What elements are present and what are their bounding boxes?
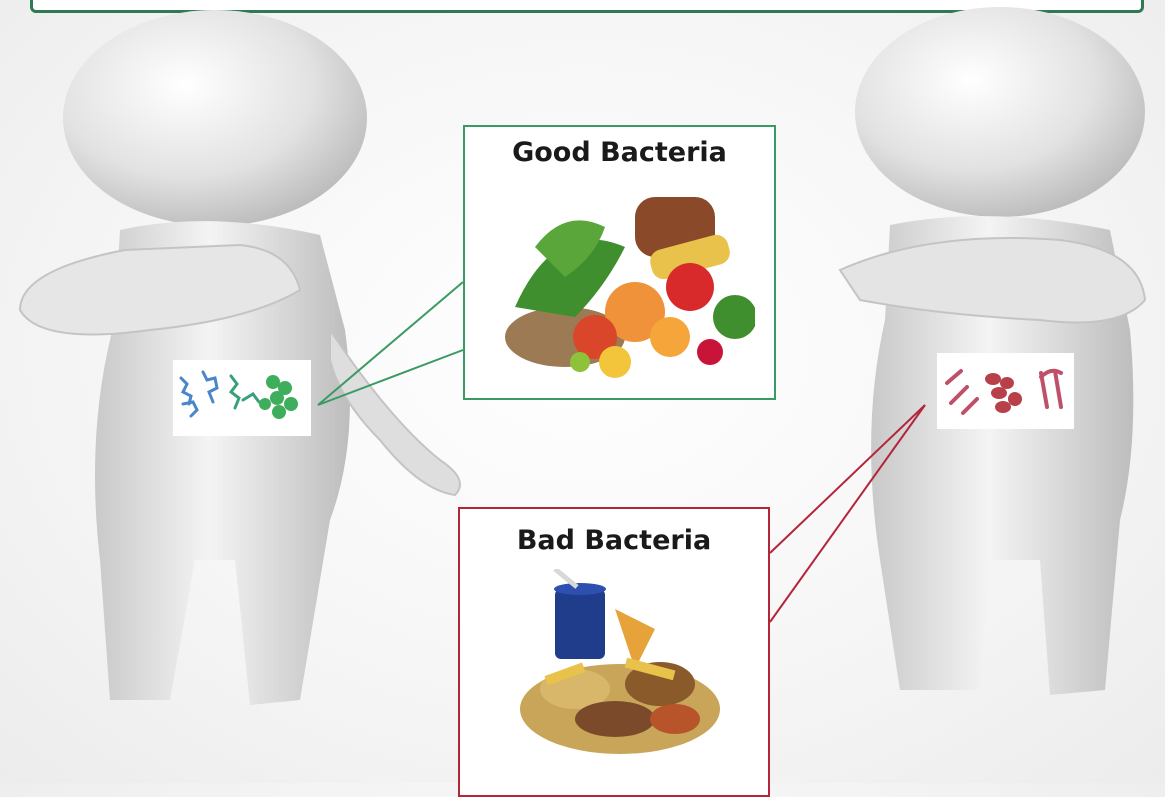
good-bacteria-patch (173, 360, 311, 436)
good-bacteria-icon (173, 360, 311, 436)
good-bacteria-callout: Good Bacteria (463, 125, 776, 400)
bad-bacteria-patch (937, 353, 1074, 429)
left-figure (20, 10, 460, 705)
bad-bacteria-title: Bad Bacteria (460, 525, 768, 556)
right-figure (840, 7, 1145, 695)
bad-bacteria-icon (937, 353, 1074, 429)
good-bacteria-title: Good Bacteria (465, 137, 774, 168)
left-figure-head (63, 10, 367, 226)
healthy-food-icon (485, 187, 755, 387)
bad-bacteria-callout: Bad Bacteria (458, 507, 770, 797)
junk-food-icon (515, 569, 725, 779)
right-figure-head (855, 7, 1145, 217)
